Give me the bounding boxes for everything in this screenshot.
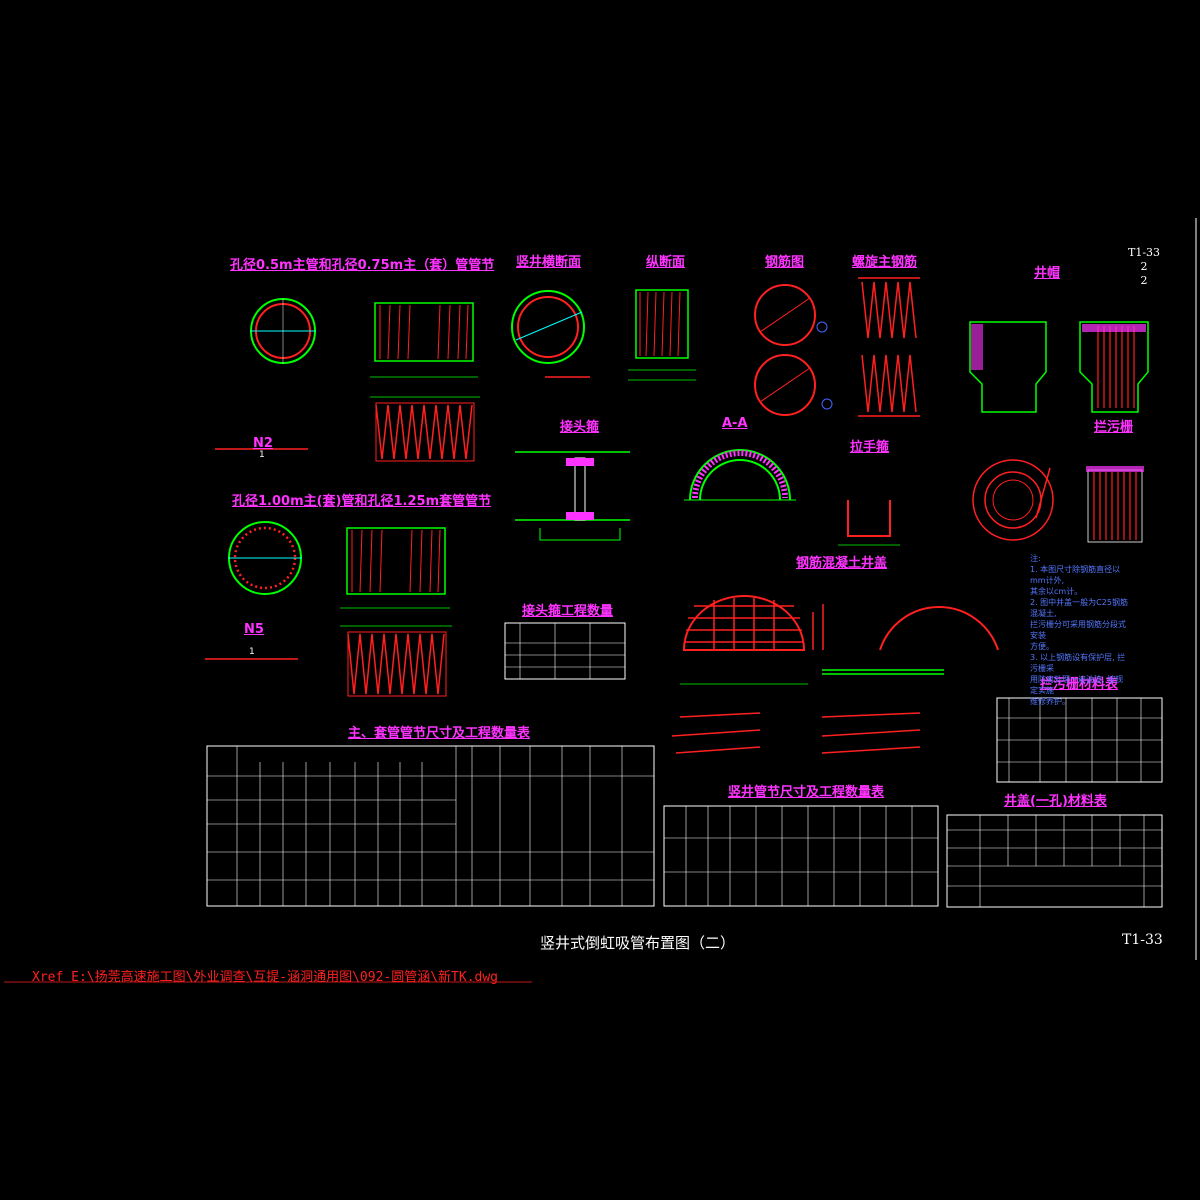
sheet-number-top-text: T1-33 [1128, 246, 1161, 259]
handle-hoop-drawing [838, 500, 900, 546]
longitudinal-section [628, 289, 696, 381]
section-aa-arc [684, 449, 796, 501]
label-n2-sub: 1 [259, 450, 265, 460]
rc-well-cover [680, 595, 999, 685]
note-line: 2. 图中井盖一般为C25钢筋混凝土, [1030, 598, 1128, 618]
pipe-section-100 [340, 527, 450, 609]
pipe-ring-05 [250, 298, 316, 364]
note-line: 维修养护。 [1030, 697, 1070, 706]
joint-qty-table [504, 622, 626, 680]
section-title-spiral-rebar: 螺旋主钢筋 [852, 255, 918, 270]
table-title-well-cap: 井盖(一孔)材料表 [1004, 794, 1107, 809]
drawing-title: 竖井式倒虹吸管布置图（二） [540, 934, 736, 952]
sheet-number-top: T1-33 2 2 [1128, 246, 1160, 288]
trash-rack-side [1086, 466, 1144, 543]
xref-path: Xref E:\扬莞高速施工图\外业调查\互提-涵洞通用图\092-圆管涵\新T… [32, 970, 499, 985]
table-title-joint-qty: 接头箍工程数量 [522, 604, 614, 619]
sheet-number: T1-33 [1122, 932, 1163, 948]
well-cap-drawings [969, 321, 1149, 413]
notes-label: 注: [1030, 554, 1041, 563]
section-title-aa: A-A [722, 416, 748, 431]
sheet-page-b: 2 [1140, 274, 1148, 287]
section-title-pipe-100: 孔径1.00m主(套)管和孔径1.25m套管管节 [232, 494, 492, 509]
main-pipe-table [206, 745, 655, 907]
rebar-rings [754, 284, 833, 416]
label-n2: N2 [253, 436, 273, 451]
table-title-main-pipe: 主、套管管节尺寸及工程数量表 [348, 726, 531, 741]
joint-hoop-drawing [515, 451, 630, 541]
table-title-shaft-pipe: 竖井管节尺寸及工程数量表 [728, 785, 885, 800]
section-title-well-cap: 井帽 [1034, 266, 1061, 281]
well-cap-material-table [946, 814, 1163, 908]
note-line: 拦污栅分可采用钢筋分段式安装 [1030, 620, 1126, 640]
shaft-pipe-table [663, 805, 939, 907]
section-title-handle: 拉手箍 [850, 440, 890, 455]
section-title-shaft-cross: 竖井横断面 [516, 255, 582, 270]
trash-rack-rings [972, 459, 1054, 541]
section-title-pipe-05: 孔径0.5m主管和孔径0.75m主（套）管管节 [230, 258, 495, 273]
section-title-joint: 接头箍 [560, 420, 600, 435]
note-line: 用防腐处理一遍油漆, 按规定实施 [1030, 675, 1124, 695]
note-line: 3. 以上钢筋设有保护层, 拦污栅采 [1030, 653, 1126, 673]
note-line: 方便。 [1030, 642, 1054, 651]
section-title-longitudinal: 纵断面 [646, 255, 686, 270]
notes-block: 注: 1. 本图尺寸除钢筋直径以mm计外, 其余以cm计。 2. 图中井盖一般为… [1030, 553, 1130, 707]
pipe-ring-100 [228, 521, 302, 595]
trash-rack-material-table [996, 697, 1163, 783]
shaft-cross-section [511, 290, 590, 378]
note-line: 其余以cm计。 [1030, 587, 1083, 596]
label-n5-sub: 1 [249, 647, 255, 657]
rebar-shape-lines [671, 712, 921, 754]
section-title-trash-rack: 拦污栅 [1094, 420, 1134, 435]
section-title-rebar-ring: 钢筋图 [765, 255, 805, 270]
table-title-trash-rack: 拦污栅材料表 [1040, 677, 1119, 692]
sheet-page-a: 2 [1140, 260, 1148, 273]
n2-spiral-rebar [370, 396, 480, 462]
pipe-section-05 [370, 302, 478, 378]
spiral-main-rebar [858, 277, 920, 417]
label-n5: N5 [244, 622, 264, 637]
note-line: 1. 本图尺寸除钢筋直径以mm计外, [1030, 565, 1121, 585]
n5-spiral-rebar [340, 625, 452, 697]
section-title-rc-cover: 钢筋混凝土井盖 [796, 556, 888, 571]
